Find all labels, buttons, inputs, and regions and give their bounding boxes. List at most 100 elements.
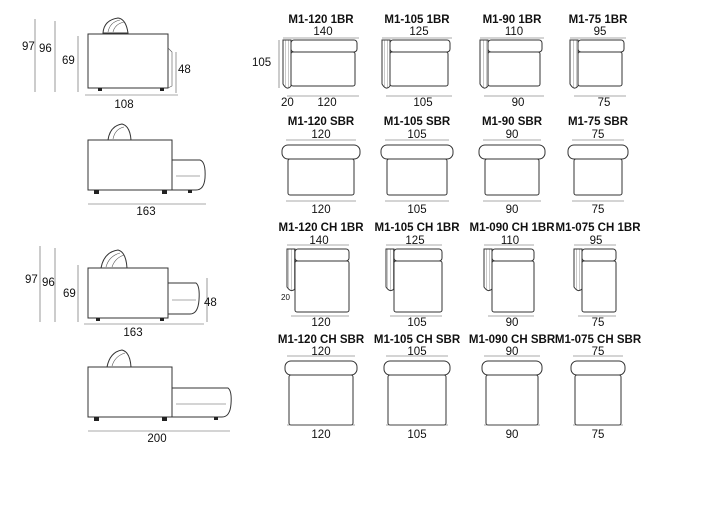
chaise-seat-icon (485, 374, 539, 426)
module-label: M1-75 1BR (569, 14, 628, 26)
armrest-icon (385, 248, 395, 292)
backrest-icon (383, 360, 451, 376)
top-width: 120 (311, 129, 330, 141)
arm-width-label: 20 (281, 293, 290, 302)
sofa-side-body (87, 139, 173, 191)
module-label: M1-120 CH 1BR (279, 222, 365, 234)
bottom-width: 120 (317, 97, 336, 109)
arm-width-label: 20 (281, 97, 294, 109)
side-view-4: 200 (87, 349, 232, 445)
armrest-icon (286, 248, 296, 292)
top-width: 75 (592, 346, 605, 358)
sv2-width: 163 (136, 206, 155, 218)
bottom-width: 90 (506, 317, 519, 329)
armrest-icon (573, 248, 583, 292)
bottom-width: 75 (598, 97, 611, 109)
backrest-icon (281, 144, 361, 160)
top-width: 95 (590, 235, 603, 247)
bottom-width: 105 (407, 317, 426, 329)
top-width: 105 (407, 346, 426, 358)
bottom-width: 75 (592, 204, 605, 216)
bottom-width: 120 (311, 317, 330, 329)
sv4-width: 200 (147, 433, 166, 445)
sv3-height-96: 96 (42, 277, 55, 289)
bottom-width: 90 (512, 97, 525, 109)
seat-icon (290, 51, 356, 87)
chaise-extension (171, 387, 232, 418)
chaise-seat-icon (491, 260, 535, 313)
chaise-seat-icon (294, 260, 350, 313)
top-width: 90 (506, 129, 519, 141)
module-label: M1-105 CH SBR (374, 334, 461, 346)
top-width: 125 (405, 235, 424, 247)
chaise-seat-icon (581, 260, 617, 313)
armrest-icon (569, 39, 579, 89)
bottom-width: 120 (311, 429, 330, 441)
top-width: 75 (592, 129, 605, 141)
armrest-icon (479, 39, 489, 89)
sofa-bed-extension (171, 159, 206, 191)
bottom-width: 75 (592, 429, 605, 441)
armrest-icon (483, 248, 493, 292)
module-label: M1-120 SBR (288, 116, 355, 128)
module-label: M1-075 CH SBR (555, 334, 642, 346)
top-width: 120 (311, 346, 330, 358)
module-label: M1-090 CH SBR (469, 334, 556, 346)
seat-icon (577, 51, 623, 87)
bottom-width: 105 (407, 429, 426, 441)
bottom-width: 90 (506, 429, 519, 441)
backrest-icon (478, 144, 546, 160)
seat-icon (484, 158, 540, 196)
module-label: M1-090 CH 1BR (470, 222, 556, 234)
module-label: M1-120 1BR (288, 14, 354, 26)
seat-icon (573, 158, 623, 196)
sv3-height-69: 69 (63, 288, 76, 300)
sv1-height-96: 96 (39, 43, 52, 55)
seat-cushion-icon (106, 349, 132, 368)
seat-cushion-icon (107, 123, 132, 141)
sofa-side-body (87, 267, 169, 319)
sv1-width: 108 (114, 99, 133, 111)
armrest-icon (381, 39, 391, 89)
seat-icon (487, 51, 541, 87)
sofa-side-body (87, 33, 169, 89)
sv3-width: 163 (123, 327, 142, 339)
seat-cushion-icon (102, 17, 129, 34)
backrest-icon (284, 360, 358, 376)
chaise-seat-icon (288, 374, 354, 426)
backrest-icon (570, 360, 626, 376)
top-width: 90 (506, 346, 519, 358)
backrest-icon (481, 360, 543, 376)
top-width: 110 (505, 26, 523, 38)
sv1-height-97: 97 (22, 41, 35, 53)
seat-cushion-icon (100, 249, 128, 269)
sofa-side-body (87, 366, 173, 418)
top-width: 140 (309, 235, 328, 247)
seat-icon (287, 158, 355, 196)
depth-label: 105 (252, 57, 271, 69)
sv1-arm-height: 48 (178, 64, 191, 76)
bottom-width: 120 (311, 204, 330, 216)
seat-icon (389, 51, 449, 87)
module-label: M1-105 SBR (384, 116, 451, 128)
backrest-icon (380, 144, 454, 160)
module-label: M1-075 CH 1BR (556, 222, 642, 234)
backrest-icon (567, 144, 629, 160)
top-width: 140 (313, 26, 332, 38)
bottom-width: 75 (592, 317, 605, 329)
